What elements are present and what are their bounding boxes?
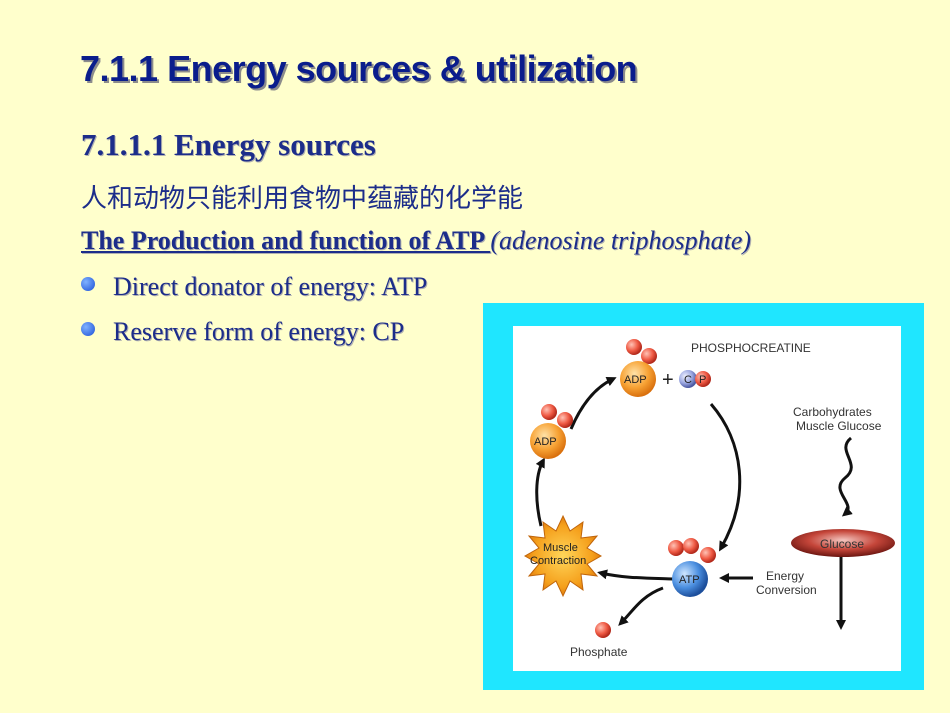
- phosphate-label: Phosphate: [570, 645, 628, 659]
- phosphate-ball-icon: [700, 547, 716, 563]
- cycle-arrow-right: [709, 403, 742, 552]
- phosphate-ball-icon: [557, 412, 573, 428]
- muscle-glucose-label: Muscle Glucose: [796, 419, 882, 433]
- phosphate-arrow: [618, 586, 664, 626]
- bullet-dot-icon: [81, 277, 95, 291]
- c-label: C: [684, 374, 692, 386]
- cycle-arrow-top: [569, 377, 617, 430]
- chinese-text: 人和动物只能利用食物中蕴藏的化学能: [81, 184, 524, 214]
- cycle-arrow-bottom: [597, 569, 674, 581]
- adp-molecule-left: [530, 423, 566, 459]
- cycle-arrow-left: [535, 457, 545, 527]
- bullet-dot-icon: [81, 322, 95, 336]
- muscle-contraction-star-icon: [523, 514, 603, 598]
- atp-heading: The Production and function of ATP: [81, 226, 491, 255]
- slide-title: 7.1.1 Energy sources & utilization: [80, 48, 638, 89]
- conversion-label: Conversion: [756, 583, 817, 597]
- energy-label: Energy: [766, 569, 804, 583]
- phosphate-ball-icon: [595, 622, 611, 638]
- phosphate-ball-icon: [683, 538, 699, 554]
- phosphate-ball-icon: [626, 339, 642, 355]
- bullet-text: Reserve form of energy: CP: [113, 317, 405, 346]
- phosphate-ball-icon: [668, 540, 684, 556]
- atp-full-name: (adenosine triphosphate): [490, 226, 752, 255]
- bullet-text: Direct donator of energy: ATP: [113, 272, 428, 301]
- glucose-ellipse: [791, 529, 895, 557]
- atp-molecule: [672, 561, 708, 597]
- bullet-item: Reserve form of energy: CP: [81, 317, 404, 347]
- adp-top-label: ADP: [624, 374, 647, 386]
- carbohydrates-label: Carbohydrates: [793, 405, 872, 419]
- atp-label: ATP: [679, 574, 700, 586]
- section-heading: 7.1.1.1 Energy sources: [81, 127, 376, 162]
- glucose-squiggle-arrow: [838, 436, 853, 517]
- muscle-label: Muscle: [543, 542, 578, 554]
- phosphate-ball-icon: [641, 348, 657, 364]
- plus-sign: +: [662, 369, 674, 391]
- adp-left-label: ADP: [534, 436, 557, 448]
- adp-molecule-top: [620, 361, 656, 397]
- phosphate-ball-icon: [695, 371, 711, 387]
- glucose-label: Glucose: [820, 537, 864, 551]
- phosphocreatine-label: PHOSPHOCREATINE: [691, 341, 811, 355]
- p-label: P: [699, 374, 706, 386]
- contraction-label: Contraction: [530, 555, 586, 567]
- atp-cycle-diagram: ADP + C P PHOSPHOCREATINE ADP Carbohydra…: [513, 326, 901, 671]
- creatine-molecule-icon: [679, 370, 697, 388]
- bullet-item: Direct donator of energy: ATP: [81, 272, 427, 302]
- phosphate-ball-icon: [541, 404, 557, 420]
- atp-heading-line: The Production and function of ATP (aden…: [81, 226, 751, 256]
